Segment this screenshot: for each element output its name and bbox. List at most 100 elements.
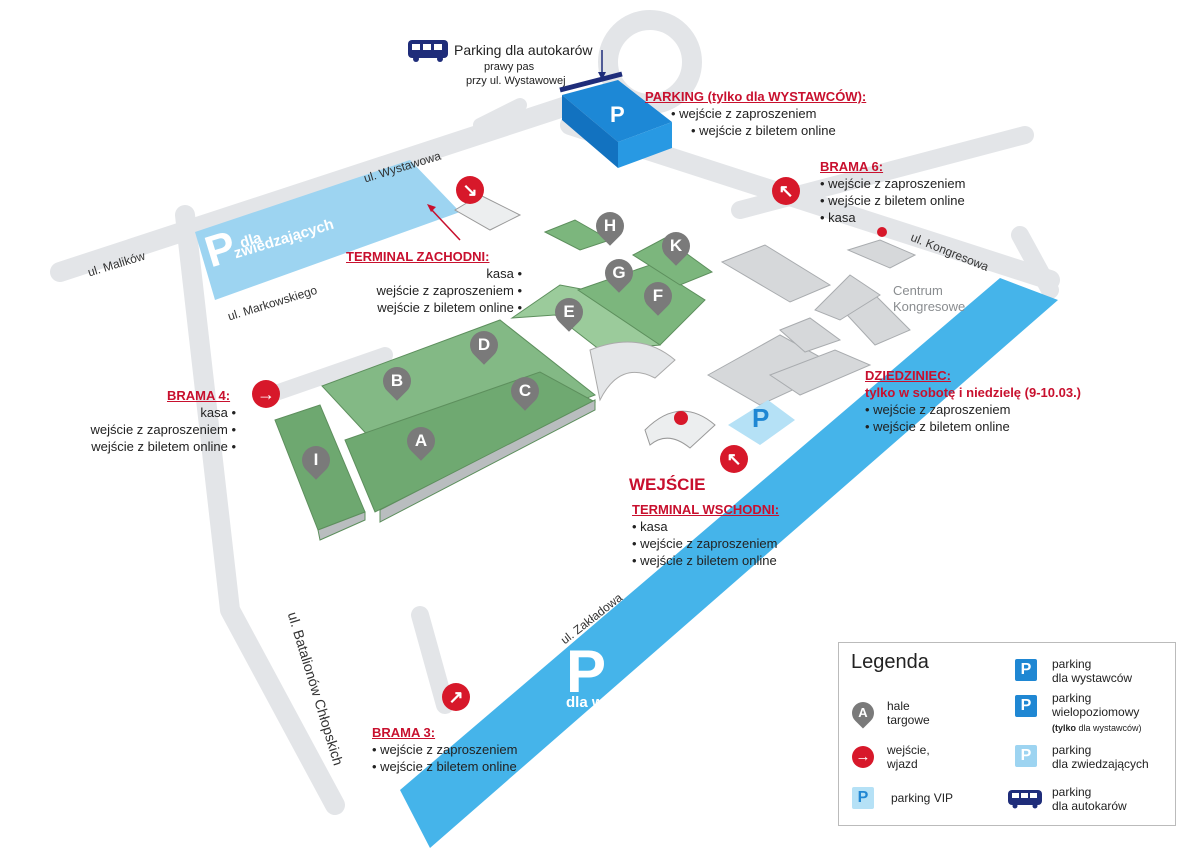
hall-letter: F <box>652 286 664 305</box>
entrance-pavilion <box>644 410 716 449</box>
bus-icon-top <box>408 40 448 62</box>
legend-note-bold: (tylko <box>1052 723 1077 733</box>
legend-hall-marker-icon: A <box>847 697 879 729</box>
entrance-marker <box>674 411 688 425</box>
terminal-wschodni-info: TERMINAL WSCHODNI: kasa wejście z zapros… <box>632 501 779 569</box>
exhibitor-parking-title: PARKING (tylko dla WYSTAWCÓW): <box>645 89 867 104</box>
hall-marker-g[interactable]: G <box>599 253 639 293</box>
brama4-title: BRAMA 4: <box>167 388 231 403</box>
info-item: wejście z zaproszeniem <box>60 421 236 438</box>
terminal-zachodni-title: TERMINAL ZACHODNI: <box>346 249 490 264</box>
terminal-wschodni-title: TERMINAL WSCHODNI: <box>632 502 780 517</box>
congress-center-label-2: Kongresowe <box>893 299 966 314</box>
main-entrance-label: WEJŚCIE <box>629 475 706 494</box>
hall-letter: A <box>414 431 428 450</box>
legend-line: parking <box>1052 743 1092 757</box>
legend-line: targowe <box>887 713 930 727</box>
hall-marker-c[interactable]: C <box>505 371 545 411</box>
hall-marker-d[interactable]: D <box>464 325 504 365</box>
legend-entrance-arrow-icon: → <box>852 746 874 768</box>
visitor-parking-area <box>195 160 460 300</box>
legend-line: dla autokarów <box>1052 799 1127 813</box>
dziedziniec-info: DZIEDZINIEC: tylko w sobotę i niedzielę … <box>865 367 1081 435</box>
legend-bus-icon <box>1008 790 1042 809</box>
hall-letter: D <box>477 335 491 354</box>
gate-arrow-icon-brama6[interactable]: ↖ <box>772 177 800 205</box>
dziedziniec-title: DZIEDZINIEC: <box>865 368 951 383</box>
hall-marker-i[interactable]: I <box>296 440 336 480</box>
halls-complex <box>274 219 714 541</box>
info-item: wejście z biletem online <box>632 552 779 569</box>
hall-marker-k[interactable]: K <box>656 226 696 266</box>
vip-parking-p-icon: P <box>752 403 770 433</box>
legend-exhibitor-parking-icon: P <box>1015 659 1037 681</box>
hall-letter: B <box>390 371 404 390</box>
legend-line: wejście, <box>887 743 930 757</box>
multilevel-parking-building <box>559 71 672 168</box>
big-parking-letter: P <box>566 638 607 705</box>
info-item: wejście z biletem online <box>372 758 517 775</box>
vip-parking-area <box>728 400 795 445</box>
hall-marker-a[interactable]: A <box>401 421 441 461</box>
legend-line: wielopoziomowy <box>1052 705 1140 719</box>
info-item: wejście z zaproszeniem <box>632 535 779 552</box>
gate-arrow-icon-brama4[interactable]: → <box>252 380 280 408</box>
brama3-title: BRAMA 3: <box>372 725 436 740</box>
info-item: wejście z biletem online <box>691 122 866 139</box>
info-item: wejście z zaproszeniem <box>346 282 522 299</box>
legend-note-rest: dla wystawców) <box>1078 723 1142 733</box>
info-item: wejście z zaproszeniem <box>372 741 517 758</box>
legend-line: parking <box>1052 691 1092 705</box>
hall-letter: E <box>563 302 575 321</box>
hall-letter: C <box>518 381 532 400</box>
hall-letter: H <box>603 216 617 235</box>
bus-parking-line3: przy ul. Wystawowej <box>466 75 566 87</box>
brama6-info: BRAMA 6: wejście z zaproszeniem wejście … <box>820 158 965 226</box>
bus-parking-line2: prawy pas <box>484 61 535 73</box>
legend-line: wjazd <box>887 757 918 771</box>
gate-arrow-icon-wejscie[interactable]: ↖ <box>720 445 748 473</box>
legend-line: parking <box>1052 785 1092 799</box>
hall-marker-h[interactable]: H <box>590 206 630 246</box>
legend-line: dla wystawców <box>1052 671 1133 685</box>
legend-wielo-note: (tylko dla wystawców) <box>1052 721 1142 735</box>
hall-letter: A <box>858 705 868 720</box>
info-item: wejście z biletem online <box>820 192 965 209</box>
legend-line: dla zwiedzających <box>1052 757 1149 771</box>
brama4-info: BRAMA 4: kasa wejście z zaproszeniem wej… <box>60 387 236 455</box>
dziedziniec-subtitle: tylko w sobotę i niedzielę (9-10.03.) <box>865 385 1082 400</box>
legend-title: Legenda <box>851 651 929 673</box>
legend-vip-parking-icon: P <box>852 787 874 809</box>
legend-multilevel-parking-icon: P <box>1015 695 1037 717</box>
info-item: wejście z biletem online <box>346 299 522 316</box>
info-item: kasa <box>346 265 522 282</box>
gate-arrow-icon-brama3[interactable]: ↗ <box>442 683 470 711</box>
hall-marker-b[interactable]: B <box>377 361 417 401</box>
info-item: wejście z biletem online <box>865 418 1081 435</box>
brama6-title: BRAMA 6: <box>820 159 884 174</box>
gate-arrow-icon-terminal-zachodni[interactable]: ↘ <box>456 176 484 204</box>
hall-letter: K <box>669 236 683 255</box>
brama3-info: BRAMA 3: wejście z zaproszeniem wejście … <box>372 724 517 775</box>
bus-parking-title: Parking dla autokarów <box>454 42 593 58</box>
legend-line: parking <box>1052 657 1092 671</box>
hall-marker-e[interactable]: E <box>549 292 589 332</box>
info-item: wejście z zaproszeniem <box>671 105 866 122</box>
legend-wejscie: wejście,wjazd <box>887 743 930 771</box>
info-item: wejście z zaproszeniem <box>820 175 965 192</box>
hall-letter: I <box>313 450 319 469</box>
multilevel-parking-p-icon: P <box>610 102 625 127</box>
hall-marker-f[interactable]: F <box>638 276 678 316</box>
info-item: kasa <box>60 404 236 421</box>
congress-marker <box>877 227 887 237</box>
exhibitor-parking-info: PARKING (tylko dla WYSTAWCÓW): wejście z… <box>645 88 866 139</box>
legend-vip: parking VIP <box>891 791 954 805</box>
info-item: wejście z biletem online <box>60 438 236 455</box>
big-parking-label: dla wystawców <box>566 694 675 711</box>
legend-line: hale <box>887 699 910 713</box>
